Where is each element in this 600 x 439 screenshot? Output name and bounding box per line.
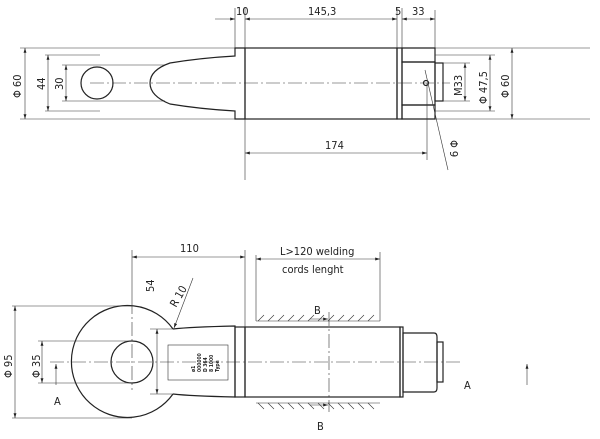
plate-marking: ø1 000000 D 364 8 1000 Type: [191, 353, 221, 372]
dim-10: 10: [236, 5, 249, 18]
dim-110: 110: [180, 242, 199, 255]
top-section-view: 10 145,3 5 33 174 Φ 60 44 30 M33 Φ 47,5 …: [11, 5, 590, 180]
dim-30: 30: [53, 77, 66, 90]
nut: [402, 332, 438, 393]
dim-145-3: 145,3: [308, 5, 336, 18]
body-section: [244, 47, 398, 120]
dim-phi35: Φ 35: [30, 354, 43, 378]
svg-text:ø1: ø1: [191, 366, 197, 372]
bolt-stub: [434, 62, 444, 102]
dim-r10: R 10: [167, 283, 190, 309]
dim-33: 33: [412, 5, 425, 18]
bottom-side-view: ø1 000000 D 364 8 1000 Type: [2, 242, 529, 433]
svg-text:D 364: D 364: [203, 357, 209, 372]
dim-phi47-5: Φ 47,5: [477, 71, 490, 104]
section-label-b-top: B: [314, 304, 321, 317]
dim-54: 54: [144, 279, 157, 292]
taper-section: [149, 47, 246, 120]
section-label-a-right: A: [464, 379, 471, 392]
svg-text:000000: 000000: [197, 353, 203, 372]
dim-phi9: Φ 9: [447, 140, 460, 157]
section-label-b-bottom: B: [317, 420, 324, 433]
dim-phi60-left: Φ 60: [11, 74, 24, 98]
dim-174: 174: [325, 139, 344, 152]
svg-text:8 1000: 8 1000: [209, 355, 215, 372]
dim-m33: M33: [452, 75, 465, 96]
weld-note-line2: cords lenght: [282, 263, 344, 276]
dim-phi95: Φ 95: [2, 354, 15, 378]
dim-44: 44: [35, 77, 48, 90]
section-label-a-left: A: [54, 395, 61, 408]
dim-5: 5: [395, 5, 401, 18]
weld-note-line1: L>120 welding: [280, 245, 354, 258]
svg-text:Type: Type: [215, 360, 221, 372]
weld-hatch-bottom: [256, 402, 380, 410]
eye: [70, 304, 174, 419]
nut-section: [401, 47, 436, 120]
weld-hatch-top: [256, 314, 380, 322]
dim-phi60-right: Φ 60: [499, 74, 512, 98]
